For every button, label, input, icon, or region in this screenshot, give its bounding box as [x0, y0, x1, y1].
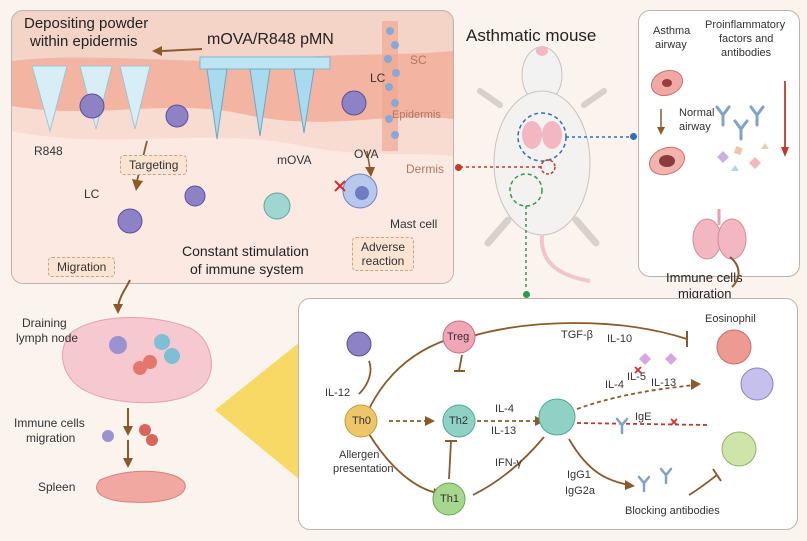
- red-connector-dot: [455, 164, 462, 171]
- migration-arrow: [729, 256, 740, 288]
- eosinophil-label: Eosinophil: [705, 313, 756, 325]
- dermis-label: Dermis: [406, 162, 444, 176]
- allergen-line-1: Allergen: [339, 449, 380, 461]
- lc-top-label: LC: [370, 71, 386, 85]
- proinf-line-1: Proinflammatory: [705, 19, 786, 31]
- mouse-title: Asthmatic mouse: [466, 26, 597, 45]
- th2-label: Th2: [449, 415, 468, 427]
- tgfb-label: TGF-β: [561, 329, 593, 341]
- il5-label: IL-5: [627, 371, 646, 383]
- migration-tag: Migration: [48, 257, 116, 277]
- airway-illustration: [649, 69, 789, 260]
- adverse-line-1: Adverse: [361, 240, 406, 254]
- proinf-line-3: antibodies: [721, 47, 772, 59]
- adverse-tag: Adverse reaction: [352, 237, 415, 271]
- lymph-immune-line-1: Immune cells: [14, 416, 85, 430]
- il10-label: IL-10: [607, 333, 633, 345]
- lc-mid-label: LC: [84, 187, 100, 201]
- il4-label: IL-4: [495, 403, 514, 415]
- asthma-line-2: airway: [655, 39, 687, 51]
- immune-migration-line-2: migration: [678, 286, 732, 301]
- mast-cell-label: Mast cell: [390, 217, 438, 231]
- constant-line-2: of immune system: [190, 261, 304, 277]
- allergen-line-2: presentation: [333, 463, 394, 475]
- igg1-label: IgG1: [567, 469, 591, 481]
- immune-illustration: [344, 320, 774, 516]
- draining-line-2: lymph node: [16, 331, 79, 345]
- spleen-label: Spleen: [38, 480, 76, 494]
- ige-label: IgE: [635, 411, 652, 423]
- asthma-line-1: Asthma: [653, 25, 691, 37]
- th1-label: Th1: [440, 493, 459, 505]
- immune-migration-line-1: Immune cells: [666, 270, 743, 285]
- adverse-line-2: reaction: [361, 254, 405, 268]
- il12-label: IL-12: [325, 387, 351, 399]
- lymph-spleen-illustration: [62, 279, 300, 503]
- pmn-label: mOVA/R848 pMN: [207, 31, 334, 48]
- sc-label: SC: [410, 53, 427, 67]
- immune-panel: IL-12 Th0 Allergen presentation Treg Th2…: [298, 298, 798, 530]
- normal-line-1: Normal: [679, 107, 715, 119]
- epidermis-label: Epidermis: [392, 109, 441, 121]
- airway-panel: Asthma airway Normal airway Proinflammat…: [638, 10, 800, 277]
- il4b-label: IL-4: [605, 379, 624, 391]
- il13-label: IL-13: [491, 425, 517, 437]
- mova-label: mOVA: [277, 153, 312, 167]
- r848-label: R848: [34, 144, 63, 158]
- mouse-illustration: [460, 46, 630, 290]
- treg-label: Treg: [447, 331, 470, 343]
- targeting-tag: Targeting: [120, 155, 188, 175]
- ova-label: OVA: [354, 147, 379, 161]
- skin-panel: Depositing powder within epidermis mOVA/…: [11, 10, 454, 284]
- normal-line-2: airway: [679, 121, 711, 133]
- skin-illustration: [12, 21, 453, 283]
- il13b-label: IL-13: [651, 377, 677, 389]
- blue-connector-dot: [630, 133, 637, 140]
- depositing-title-1: Depositing powder: [24, 15, 149, 32]
- constant-line-1: Constant stimulation: [182, 243, 309, 259]
- depositing-title-2: within epidermis: [30, 33, 138, 50]
- lymph-immune-line-2: migration: [26, 431, 76, 445]
- igg2a-label: IgG2a: [565, 485, 595, 497]
- th0-label: Th0: [352, 415, 371, 427]
- green-connector-dot: [523, 291, 530, 298]
- ifng-label: IFN-γ: [495, 457, 522, 469]
- blocking-label: Blocking antibodies: [625, 505, 720, 517]
- proinf-line-2: factors and: [719, 33, 774, 45]
- draining-line-1: Draining: [22, 316, 67, 330]
